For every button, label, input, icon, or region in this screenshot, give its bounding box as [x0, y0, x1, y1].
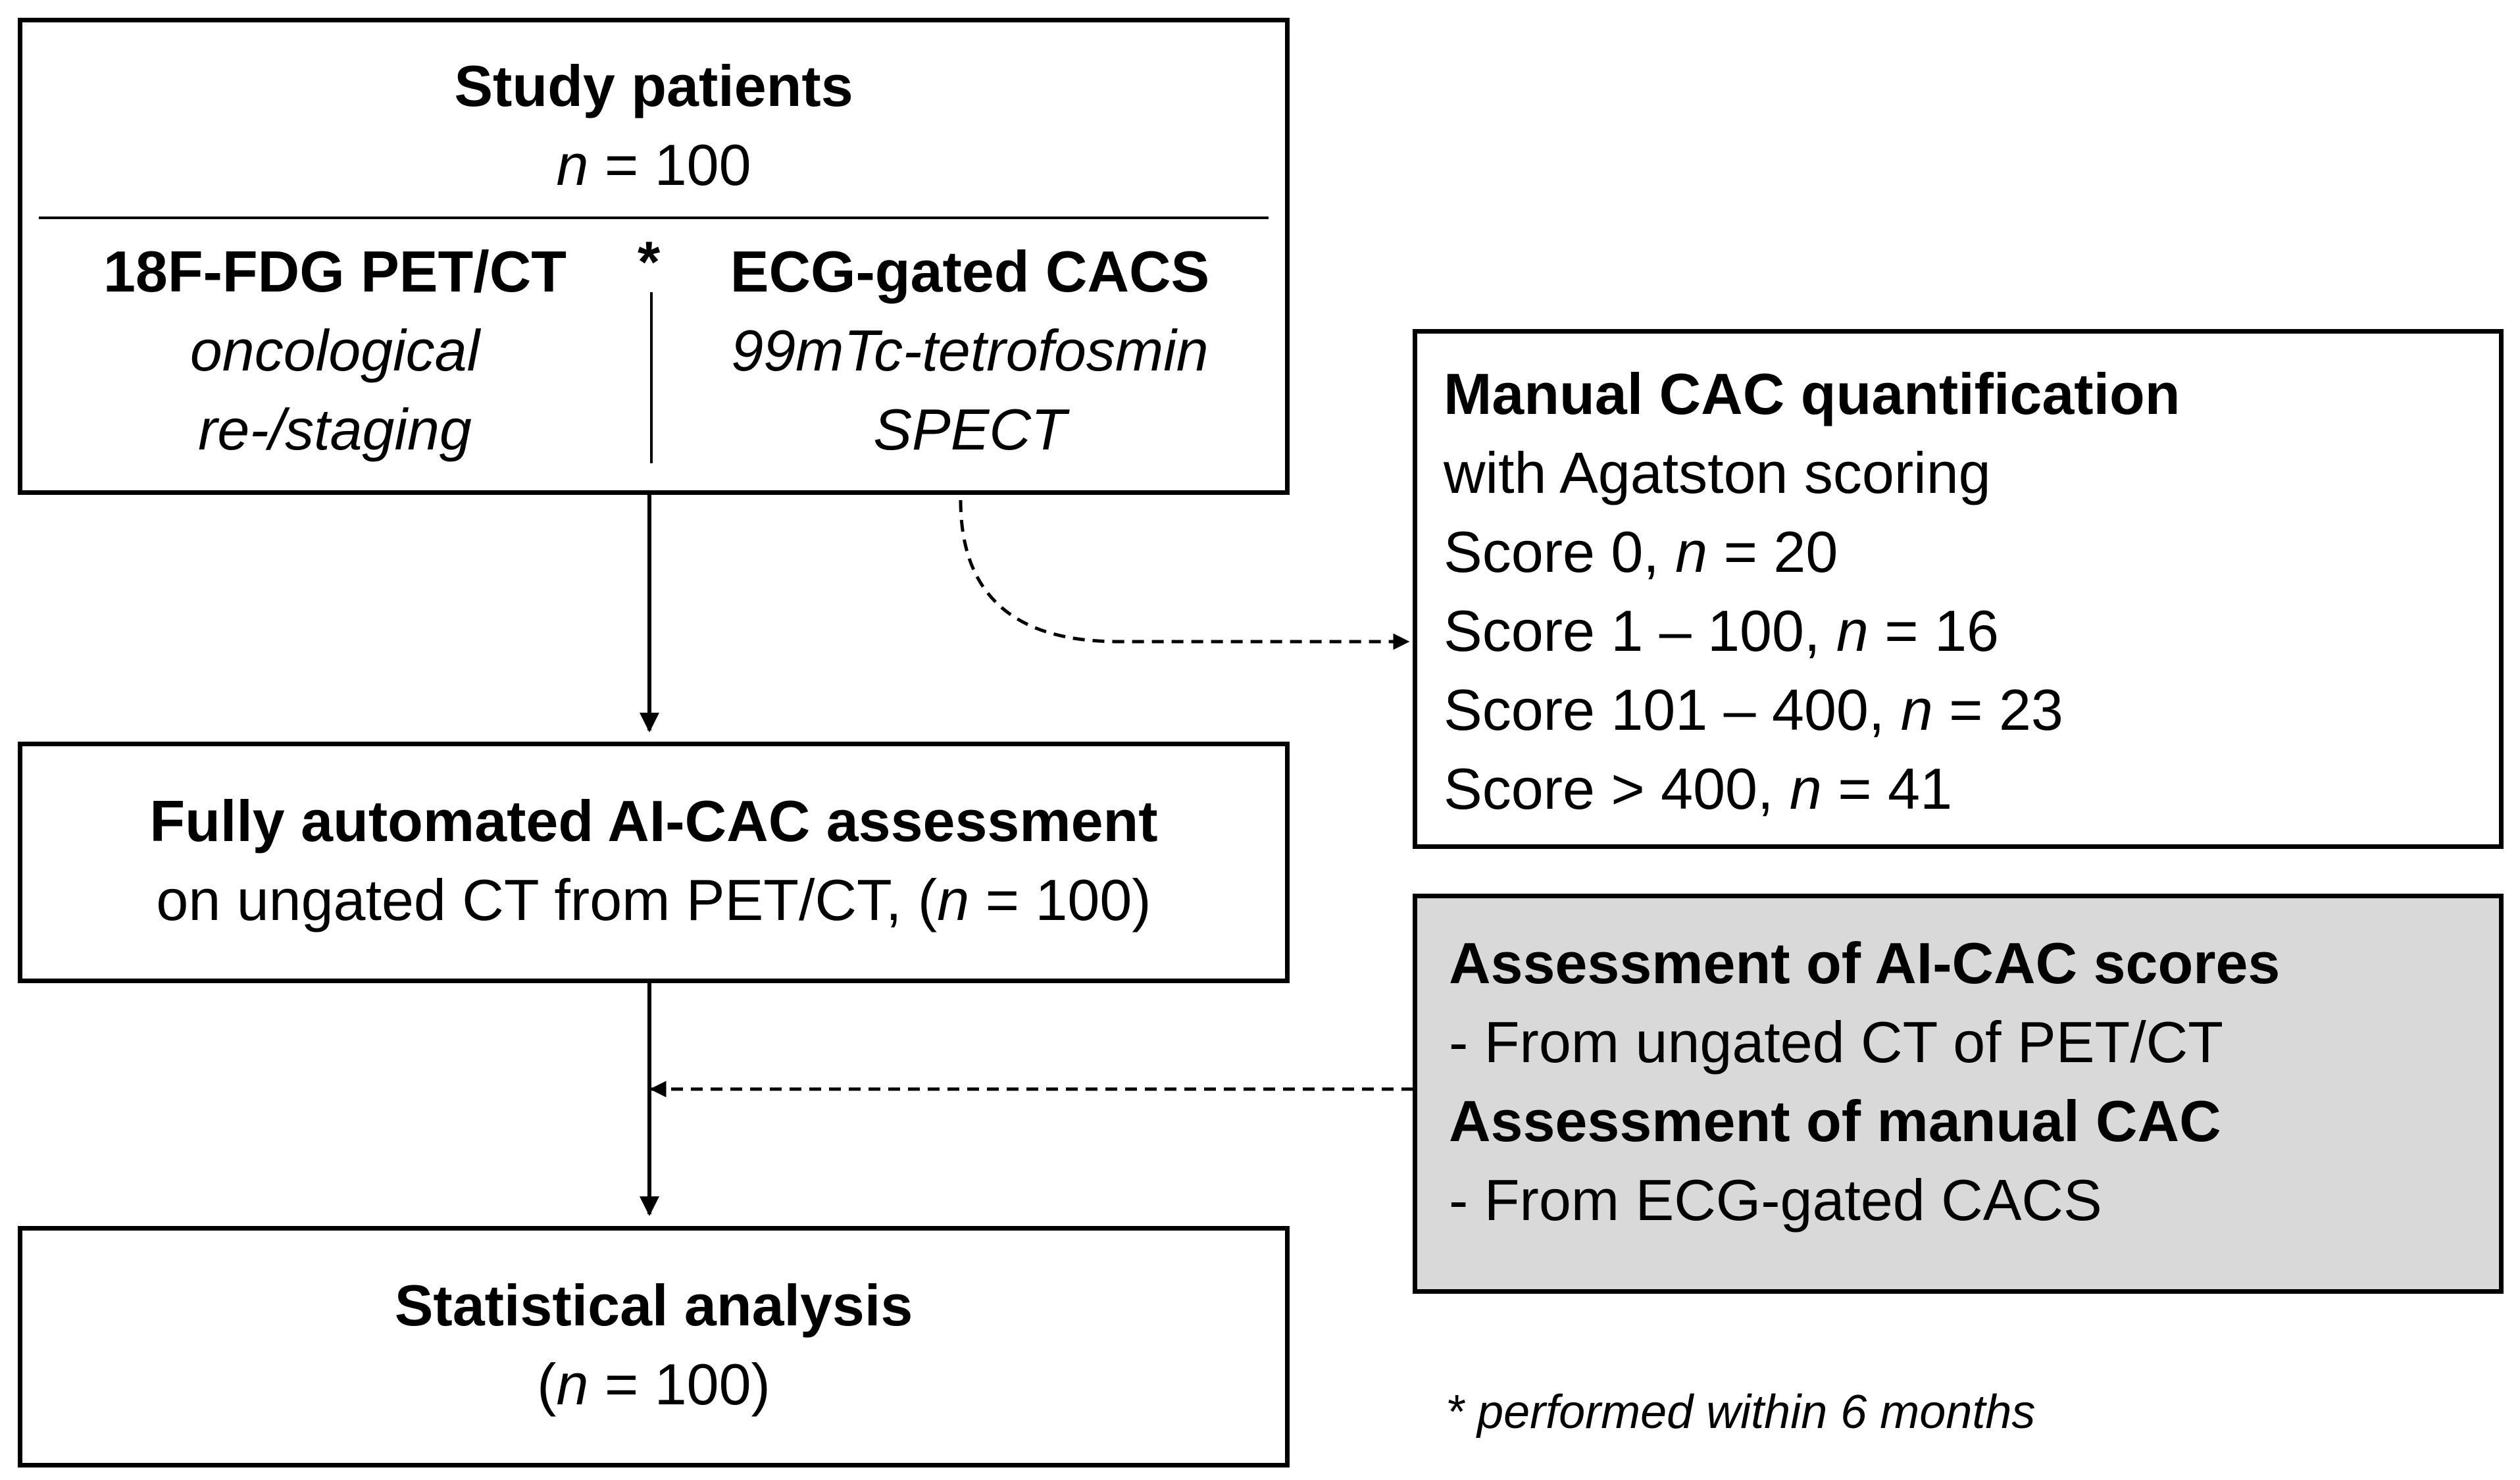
divider-line [39, 217, 1269, 219]
pet-ct-title: 18F-FDG PET/CT [103, 239, 567, 304]
dashed-arrow-cacs-to-manual [959, 499, 1410, 650]
cacs-line1: 99mTc-tetrofosmin [731, 318, 1209, 383]
score-line-1: Score 1 – 100, n = 16 [1444, 598, 1999, 663]
assessment-ai-item: - From ungated CT of PET/CT [1449, 1009, 2223, 1075]
manual-cac-title: Manual CAC quantification [1444, 361, 2180, 426]
manual-cac-box: Manual CAC quantification with Agatston … [1413, 329, 2504, 849]
statistical-analysis-box: Statistical analysis (n = 100) [18, 1226, 1290, 1467]
assessment-manual-item: - From ECG-gated CACS [1449, 1167, 2102, 1233]
ai-cac-line: on ungated CT from PET/CT, (n = 100) [156, 867, 1151, 932]
stats-line: (n = 100) [537, 1352, 770, 1417]
n-value: = 100 [588, 132, 751, 197]
stats-title: Statistical analysis [394, 1273, 913, 1338]
score-line-2: Score 101 – 400, n = 23 [1444, 677, 2063, 742]
asterisk: * [638, 229, 661, 294]
assessment-ai-title: Assessment of AI-CAC scores [1449, 931, 2281, 996]
assessment-box: Assessment of AI-CAC scores - From ungat… [1413, 894, 2504, 1294]
ai-cac-box: Fully automated AI-CAC assessment on ung… [18, 742, 1290, 983]
footnote: * performed within 6 months [1446, 1386, 2036, 1439]
cacs-title: ECG-gated CACS [730, 239, 1210, 304]
study-n: n = 100 [22, 136, 1285, 194]
pet-ct-line2: re-/staging [198, 397, 472, 462]
study-patients-box: Study patients n = 100 * 18F-FDG PET/CT … [18, 18, 1290, 495]
assessment-manual-title: Assessment of manual CAC [1449, 1088, 2221, 1154]
n-letter: n [556, 132, 589, 197]
score-line-0: Score 0, n = 20 [1444, 519, 1838, 584]
score-line-3: Score > 400, n = 41 [1444, 756, 1953, 821]
pet-ct-line1: oncological [189, 318, 480, 383]
vertical-divider [650, 292, 653, 463]
cacs-line2: SPECT [873, 397, 1067, 462]
manual-cac-subtitle: with Agatston scoring [1444, 440, 1991, 505]
ai-cac-title: Fully automated AI-CAC assessment [149, 788, 1158, 854]
study-title: Study patients [454, 53, 853, 118]
